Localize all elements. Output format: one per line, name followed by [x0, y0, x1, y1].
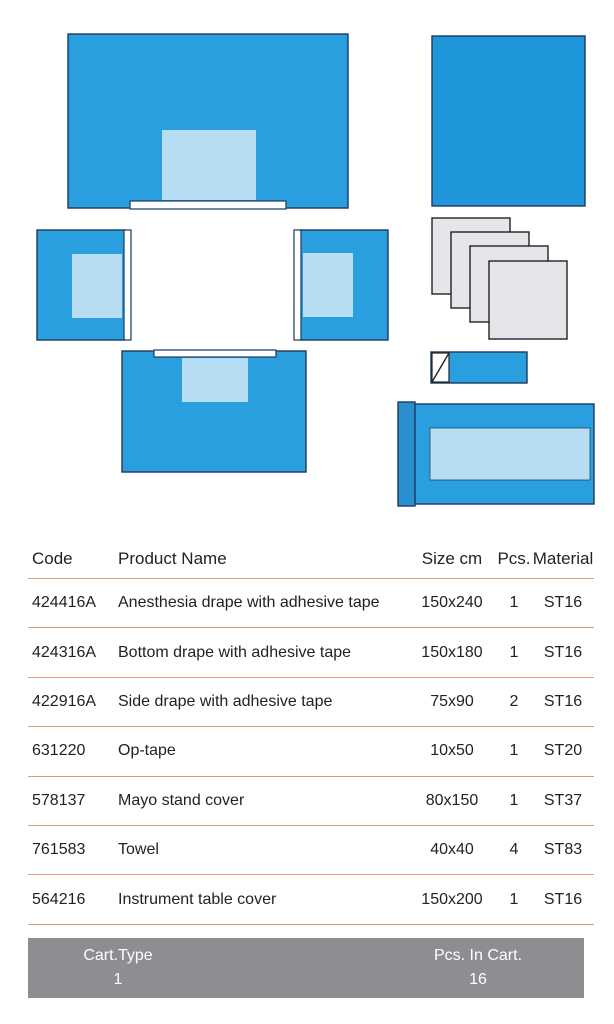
header-code: Code: [28, 540, 112, 579]
cell-product-name: Side drape with adhesive tape: [112, 677, 408, 728]
cell-material: ST83: [532, 825, 594, 876]
cell-pcs: 1: [496, 726, 532, 777]
table-row: 631220 Op-tape 10x50 1 ST20: [28, 726, 594, 777]
table-row: 424316A Bottom drape with adhesive tape …: [28, 627, 594, 678]
header-material: Material: [532, 540, 594, 579]
cell-size: 150x240: [408, 578, 496, 629]
cell-pcs: 4: [496, 825, 532, 876]
cell-code: 422916A: [28, 677, 112, 728]
cell-code: 424416A: [28, 578, 112, 629]
pcs-in-cart-label: Pcs. In Cart.: [433, 947, 523, 964]
cell-pcs: 2: [496, 677, 532, 728]
cell-size: 40x40: [408, 825, 496, 876]
pcs-in-cart: Pcs. In Cart. 16: [418, 944, 538, 992]
header-size: Size cm: [408, 540, 496, 579]
cell-code: 631220: [28, 726, 112, 777]
mayo-stand-cover-illustration: [397, 401, 595, 507]
cell-code: 578137: [28, 776, 112, 826]
cell-product-name: Bottom drape with adhesive tape: [112, 627, 408, 678]
cell-pcs: 1: [496, 776, 532, 826]
cell-product-name: Towel: [112, 825, 408, 876]
cell-material: ST37: [532, 776, 594, 826]
cell-size: 80x150: [408, 776, 496, 826]
cell-product-name: Instrument table cover: [112, 874, 408, 925]
cell-code: 424316A: [28, 627, 112, 678]
table-row: 422916A Side drape with adhesive tape 75…: [28, 677, 594, 728]
product-illustration: [36, 33, 595, 507]
cell-code: 564216: [28, 874, 112, 925]
towels-illustration: [431, 217, 568, 340]
table-row: 578137 Mayo stand cover 80x150 1 ST37: [28, 776, 594, 826]
cell-product-name: Anesthesia drape with adhesive tape: [112, 578, 408, 629]
instrument-table-cover-illustration: [431, 35, 586, 207]
cell-material: ST16: [532, 874, 594, 925]
cart-type: Cart.Type 1: [68, 944, 168, 992]
header-pcs: Pcs.: [496, 540, 532, 579]
cell-pcs: 1: [496, 627, 532, 678]
bottom-drape-illustration: [121, 349, 307, 473]
cart-info-bar: Cart.Type 1 Pcs. In Cart. 16: [28, 938, 584, 998]
table-row: 424416A Anesthesia drape with adhesive t…: [28, 578, 594, 629]
header-product-name: Product Name: [112, 540, 408, 579]
side-drape-right-illustration: [293, 229, 389, 341]
cart-type-label: Cart.Type: [83, 947, 153, 964]
cell-material: ST16: [532, 578, 594, 629]
cell-product-name: Op-tape: [112, 726, 408, 777]
table-header-row: Code Product Name Size cm Pcs. Material: [28, 540, 594, 579]
cell-size: 150x180: [408, 627, 496, 678]
anesthesia-drape-illustration: [67, 33, 349, 210]
cell-product-name: Mayo stand cover: [112, 776, 408, 826]
cell-material: ST16: [532, 627, 594, 678]
table-row: 761583 Towel 40x40 4 ST83: [28, 825, 594, 876]
table-row: 564216 Instrument table cover 150x200 1 …: [28, 874, 594, 925]
cell-code: 761583: [28, 825, 112, 876]
side-drape-left-illustration: [36, 229, 132, 341]
cell-material: ST20: [532, 726, 594, 777]
cell-material: ST16: [532, 677, 594, 728]
cell-pcs: 1: [496, 874, 532, 925]
cell-size: 10x50: [408, 726, 496, 777]
pcs-in-cart-value: 16: [469, 971, 487, 988]
cart-type-value: 1: [113, 971, 123, 988]
cell-pcs: 1: [496, 578, 532, 629]
product-table: Code Product Name Size cm Pcs. Material …: [28, 540, 594, 925]
cell-size: 75x90: [408, 677, 496, 728]
op-tape-illustration: [430, 351, 528, 384]
cell-size: 150x200: [408, 874, 496, 925]
